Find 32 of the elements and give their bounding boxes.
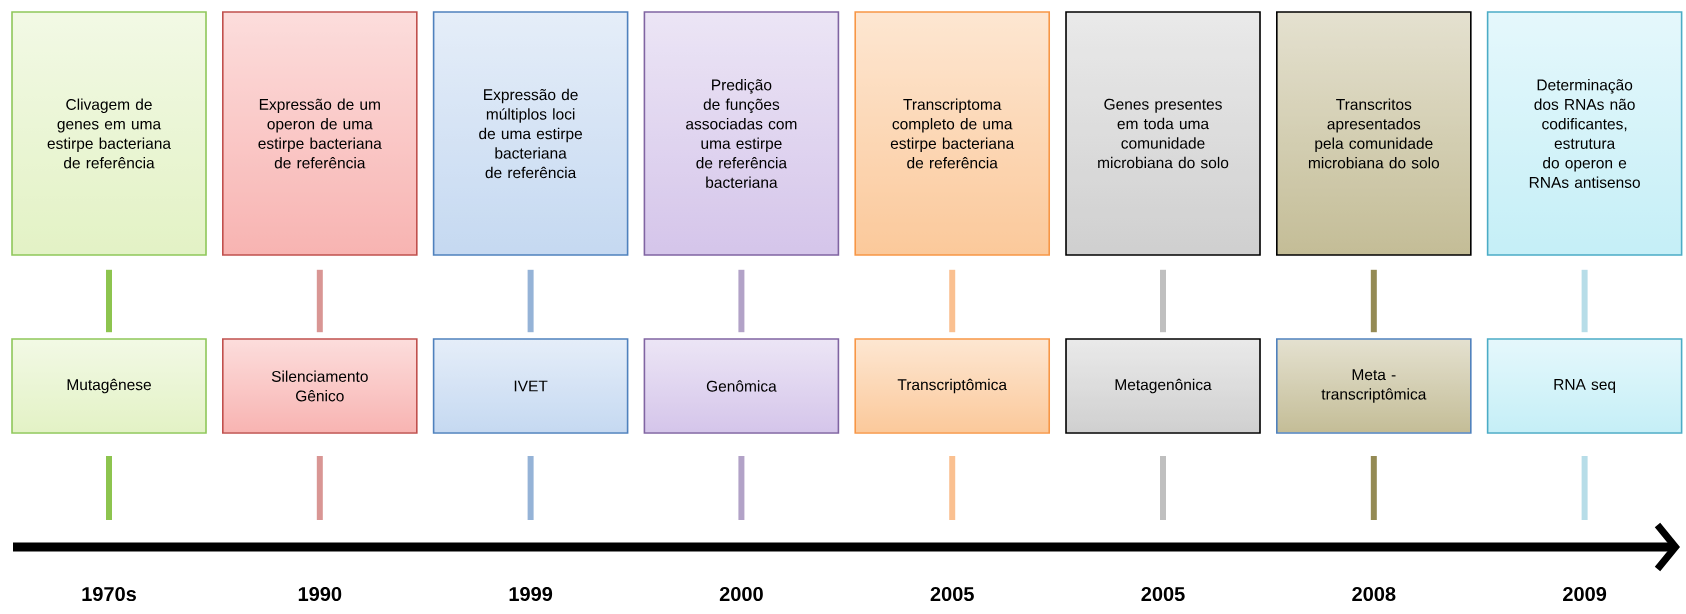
connector-line xyxy=(1370,269,1377,333)
connector-line xyxy=(316,269,323,333)
description-box: Predição de funções associadas com uma estirpe de referência bacteriana xyxy=(643,11,840,256)
method-box: RNA seq xyxy=(1486,338,1683,434)
description-box: Expressão de múltiplos loci de uma estirpe bacteriana de referência xyxy=(432,11,629,256)
connector-line xyxy=(106,269,112,333)
connector-line xyxy=(1160,269,1166,333)
method-box: Silenciamento Gênico xyxy=(222,338,418,434)
year-label: 2005 xyxy=(930,586,974,602)
connector-line xyxy=(738,269,745,333)
description-box: Transcritos apresentados pela comunidade microbiana do solo xyxy=(1276,11,1472,256)
method-box: Meta - transcriptômica xyxy=(1276,338,1472,434)
method-box: IVET xyxy=(432,338,629,434)
year-label: 1999 xyxy=(509,586,553,602)
connector-line xyxy=(527,269,534,333)
description-box: Genes presentes em toda uma comunidade microbiana do solo xyxy=(1065,11,1261,256)
method-box: Mutagênese xyxy=(11,338,207,434)
method-box: Genômica xyxy=(643,338,840,434)
year-label: 2005 xyxy=(1141,586,1185,602)
year-label: 1990 xyxy=(298,586,342,602)
description-box: Expressão de um operon de uma estirpe bacteriana de referência xyxy=(222,11,418,256)
description-box: Determinação dos RNAs não codificantes, estrutura do operon e RNAs antisenso xyxy=(1486,11,1683,256)
description-box: Clivagem de genes em uma estirpe bacteriana de referência xyxy=(11,11,207,256)
year-label: 2009 xyxy=(1563,586,1607,602)
method-box: Metagenônica xyxy=(1065,338,1261,434)
method-box: Transcriptômica xyxy=(854,338,1050,434)
connector-line xyxy=(1581,269,1588,333)
description-box: Transcriptoma completo de uma estirpe bacteriana de referência xyxy=(854,11,1050,256)
year-label: 2000 xyxy=(719,586,763,602)
year-label: 1970s xyxy=(82,586,136,602)
year-label: 2008 xyxy=(1352,586,1396,602)
connector-line xyxy=(949,269,956,333)
